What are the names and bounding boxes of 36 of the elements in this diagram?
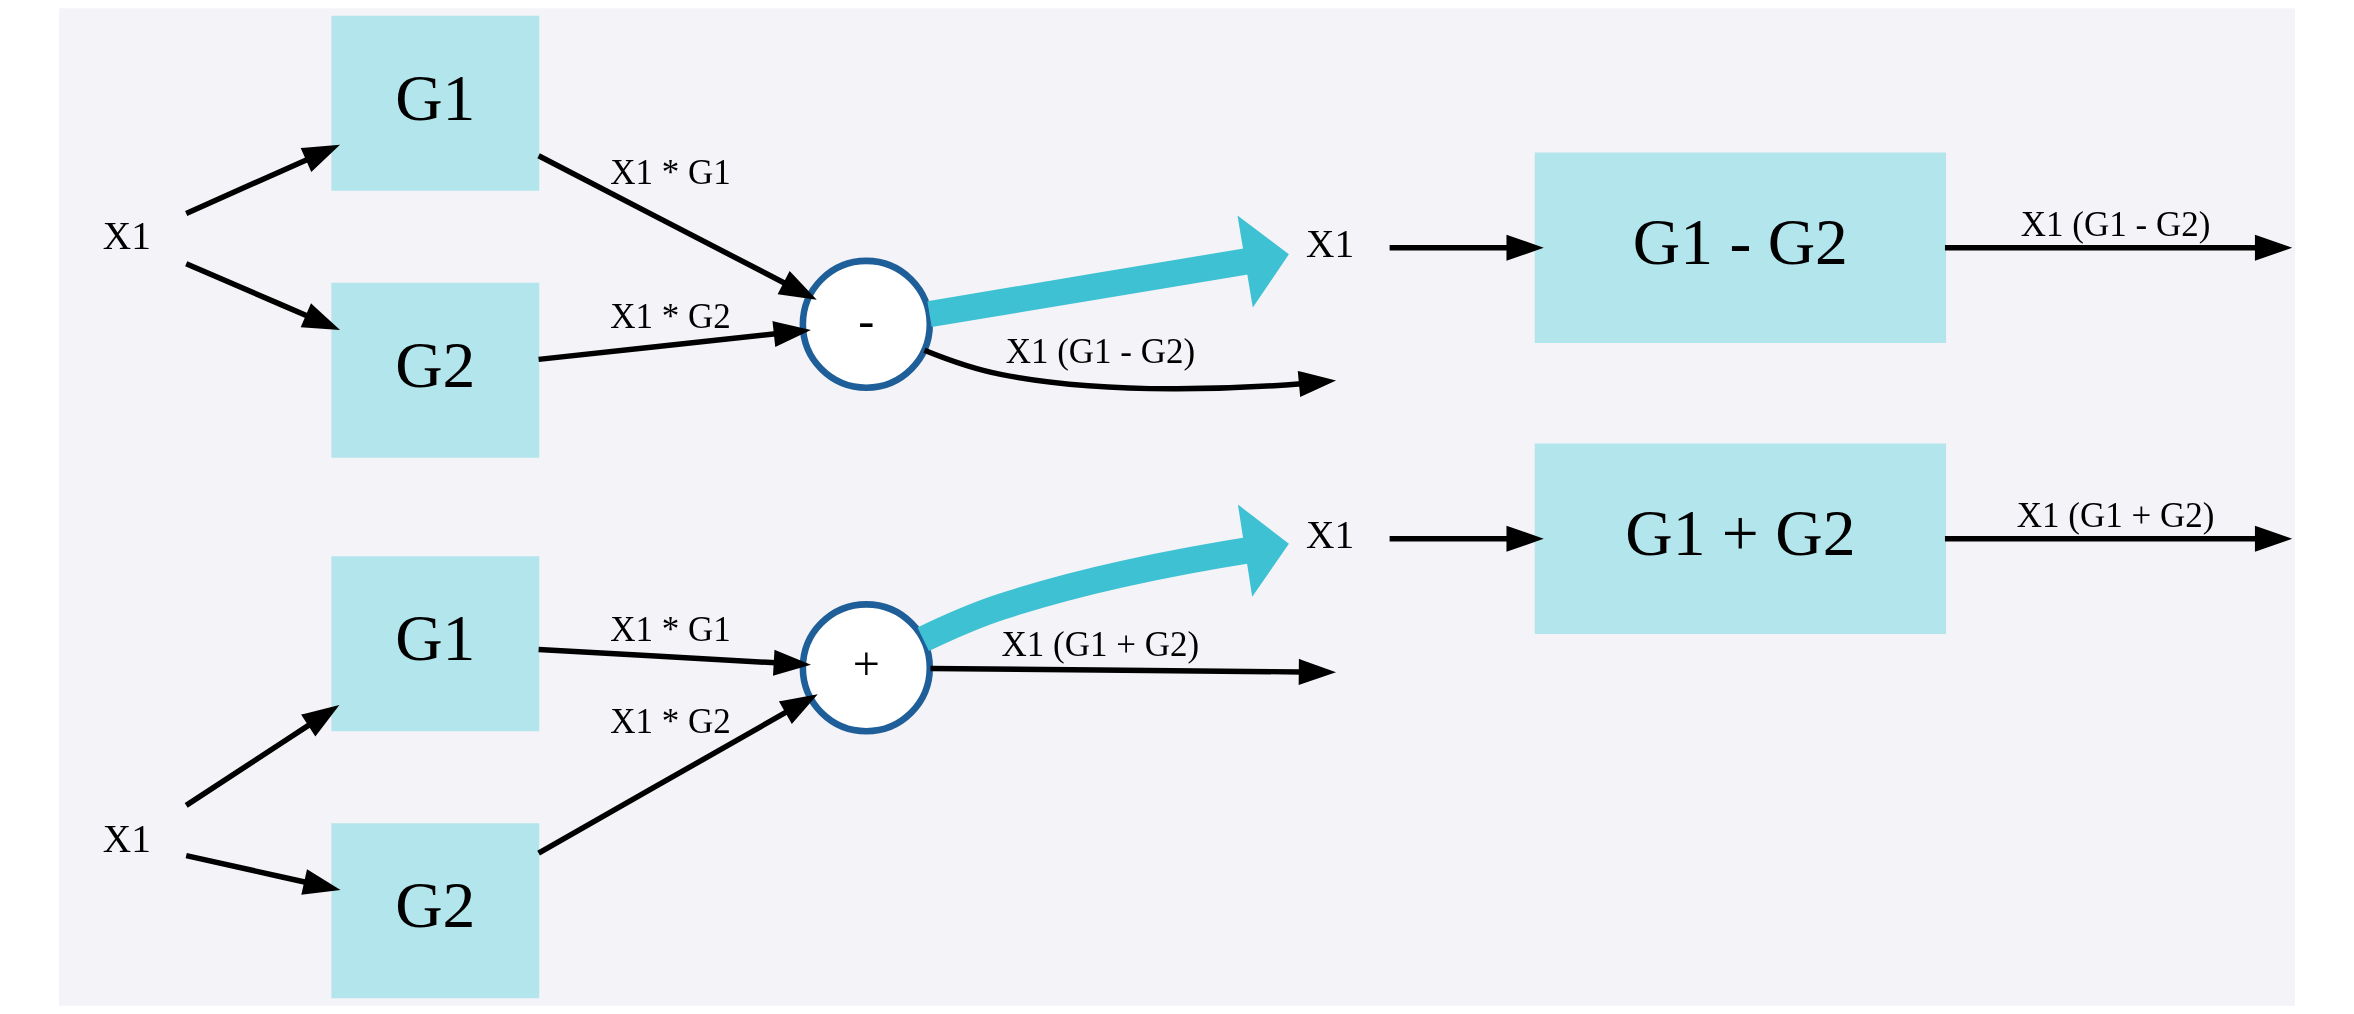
- edge-label: X1 * G1: [610, 610, 731, 650]
- node-text: X1: [1306, 222, 1355, 267]
- edge-label: X1 (G1 - G2): [2020, 205, 2211, 245]
- arrow: [537, 153, 817, 300]
- arrow: [923, 347, 1337, 397]
- node-box: G2: [331, 823, 540, 999]
- arrow: [185, 852, 341, 895]
- node-text: X1: [102, 817, 151, 862]
- arrow: [917, 504, 1289, 652]
- arrow: [927, 215, 1289, 328]
- edge-label: X1 * G2: [610, 702, 731, 742]
- node-box: G1: [331, 15, 540, 191]
- arrow: [537, 694, 818, 856]
- node-text: X1: [102, 213, 151, 258]
- edge-label: X1 * G1: [610, 152, 731, 192]
- arrow: [1389, 525, 1544, 552]
- arrow: [1944, 234, 2293, 261]
- arrow: [1389, 234, 1544, 261]
- arrow: [185, 261, 341, 331]
- node-circle: -: [799, 257, 934, 392]
- arrow: [538, 646, 811, 676]
- node-box: G1: [331, 556, 540, 732]
- edge-label: X1 * G2: [610, 297, 731, 337]
- arrow: [185, 144, 340, 216]
- node-text: X1: [1306, 513, 1355, 558]
- edge-label: X1 (G1 + G2): [1001, 625, 1200, 665]
- arrow: [538, 321, 811, 363]
- node-box: G1 - G2: [1534, 152, 1947, 343]
- edge-label: X1 (G1 + G2): [2016, 496, 2215, 536]
- arrow: [184, 705, 340, 808]
- arrow: [1944, 525, 2293, 552]
- node-box: G1 + G2: [1534, 443, 1947, 634]
- node-box: G2: [331, 282, 540, 458]
- edge-label: X1 (G1 - G2): [1005, 332, 1196, 372]
- node-circle: +: [799, 601, 934, 735]
- arrow: [930, 658, 1337, 685]
